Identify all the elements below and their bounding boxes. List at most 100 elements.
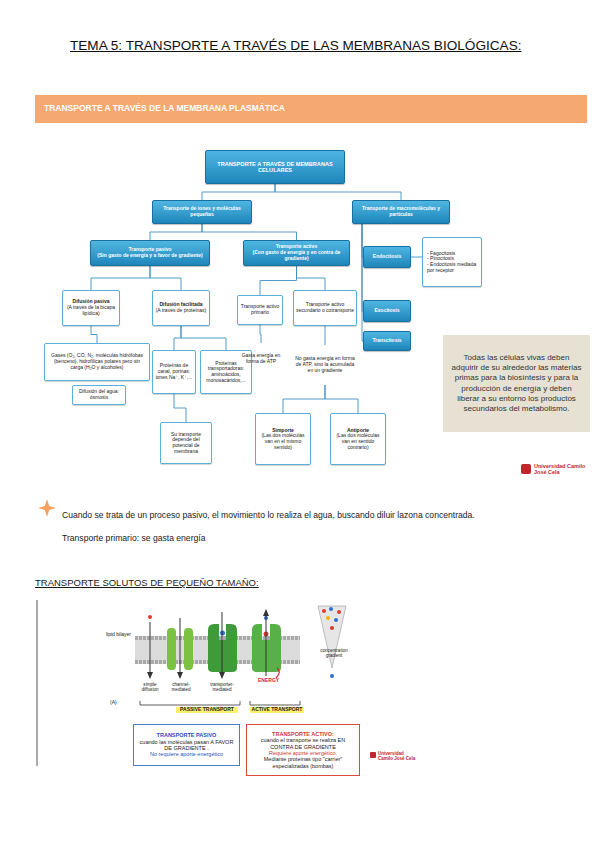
process-box: Exocitosis [363, 300, 411, 322]
arrow-head [263, 609, 269, 616]
connector [275, 184, 401, 200]
frame-line [37, 600, 38, 766]
node-heading: TRANSPORTE A TRAVÉS DE LA MEMBRANA PLASM… [44, 104, 285, 114]
node-text: No requiere aporte energético [150, 751, 223, 757]
molecule-dot [322, 609, 326, 613]
concept-box: Transporte activo secundario o cotranspo… [293, 290, 357, 326]
node-heading: Transporte activo secundario o cotranspo… [296, 302, 354, 314]
node-heading: Transporte de macromoléculas y partícula… [355, 206, 447, 218]
concept-box: Difusión facilitada(A través de proteína… [152, 290, 210, 326]
node-text: Mediante proteínas tipo "carrier" especi… [251, 756, 355, 769]
connector [202, 224, 297, 240]
molecule-dot [334, 618, 338, 622]
star-bullet [38, 499, 56, 517]
node-text: (Las dos moléculas van en sentido contra… [333, 433, 383, 450]
connector [174, 326, 181, 350]
connector [91, 326, 97, 343]
channel-protein [167, 628, 176, 670]
energy-label: ENERGY [258, 678, 282, 684]
note-box: No gasta energía en forma de ATP, sino l… [293, 345, 357, 385]
example-box: Difusión del agua: ósmosis [72, 385, 126, 405]
node-heading: TRANSPORTE ACTIVO: [272, 731, 334, 737]
flow-arrow [222, 612, 223, 676]
concept-box: Antiporte(Las dos moléculas van en senti… [330, 413, 386, 465]
section-band: TRANSPORTE A TRAVÉS DE LA MEMBRANA PLASM… [35, 95, 587, 123]
node-heading: Transcitosis [372, 338, 401, 344]
connector [325, 385, 358, 413]
bracket [140, 701, 240, 705]
node-text: Requiere aporte energético. [269, 750, 337, 756]
note-box: Gasta energía en forma de ATP [237, 343, 285, 375]
logo-text: Universidad Camilo José Cela [534, 463, 590, 476]
logo-icon [521, 464, 531, 474]
part-label: concentration gradient [314, 648, 354, 659]
note-text: Transporte primario: se gasta energía [62, 534, 362, 544]
root-box: TRANSPORTE A TRAVÉS DE MEMBRANAS CELULAR… [205, 150, 345, 184]
note-text: Cuando se trata de un proceso pasivo, el… [62, 511, 592, 521]
section-heading: TRANSPORTE SOLUTOS DE PEQUEÑO TAMAÑO: [35, 578, 355, 589]
channel-protein [184, 628, 193, 670]
molecule-dot [329, 607, 333, 611]
figure-letter: (A) [110, 700, 124, 706]
concept-box: Simporte(Las dos moléculas van en el mis… [255, 413, 311, 465]
page-title: TEMA 5: TRANSPORTE A TRAVÉS DE LAS MEMBR… [70, 38, 522, 53]
molecule-dot [330, 626, 334, 630]
arrow-head [147, 672, 153, 679]
passive-box: TRANSPORTE PASIVOcuando las moléculas pa… [133, 724, 240, 766]
active-box: TRANSPORTE ACTIVO:cuando el transporte s… [246, 724, 360, 776]
node-heading: Transporte de iones y moléculas pequeñas [155, 206, 249, 218]
list-box: - Fagocitosis- Pinocitosis- Endocitosis … [422, 237, 482, 287]
connector [260, 266, 297, 295]
category-box: Transporte de macromoléculas y partícula… [352, 200, 450, 224]
node-text: (A través de proteínas) [156, 308, 207, 314]
molecule-dot [330, 674, 334, 678]
logo-text: Universidad Camilo José Cela [378, 751, 418, 761]
arrow-head [177, 672, 183, 679]
node-heading: Su transporte depende del potencial de m… [163, 432, 209, 455]
example-box: Proteínas de canal, porinas: iones Na⁺, … [152, 350, 196, 394]
part-label: transporter-mediated [204, 682, 240, 693]
connector [150, 224, 202, 240]
node-heading: Transporte activo primario [240, 304, 280, 316]
molecule-dot [337, 610, 341, 614]
category-box: Transporte de iones y moléculas pequeñas [152, 200, 252, 224]
connector [297, 266, 326, 290]
energy-arrow [276, 668, 279, 678]
node-text: - Endocitosis mediada por receptor [427, 262, 479, 274]
node-heading: Exocitosis [374, 308, 399, 314]
process-box: Endocitosis [363, 246, 411, 268]
concept-box: Transporte activo primario [237, 295, 283, 325]
process-box: Transcitosis [363, 331, 411, 351]
connector [202, 184, 275, 200]
connector [181, 326, 226, 350]
node-heading: Proteínas transportadoras: aminoácidos, … [203, 361, 249, 384]
node-text: (Las dos moléculas van en el mismo senti… [258, 433, 308, 450]
category-tag: PASSIVE TRANSPORT [176, 707, 238, 713]
molecule-dot [148, 615, 152, 619]
connector [174, 394, 186, 422]
category-tag: ACTIVE TRANSPORT [250, 707, 304, 713]
part-label: channel-mediated [166, 682, 196, 693]
bracket [250, 701, 300, 705]
connector [91, 266, 150, 290]
arrow-head [219, 672, 225, 679]
concept-box: Difusión pasiva(A través de la bicapa li… [62, 290, 120, 326]
node-heading: Proteínas de canal, porinas: iones Na⁺, … [155, 363, 193, 380]
node-heading: Difusión del agua: ósmosis [75, 389, 123, 401]
part-label: lipid bilayer [106, 632, 134, 638]
connector [325, 326, 326, 345]
node-heading: Todas las células vivas deben adquirir d… [450, 353, 583, 414]
node-heading: Gasta energía en forma de ATP [239, 353, 283, 365]
note-box: Su transporte depende del potencial de m… [160, 422, 212, 464]
node-heading: TRANSPORTE A TRAVÉS DE MEMBRANAS CELULAR… [208, 161, 342, 174]
connector [411, 257, 422, 258]
example-box: Gases (O₂, CO, N₂, moléculas hidrófobas … [44, 343, 150, 381]
part-label: simple diffusion [136, 682, 164, 693]
logo-icon [370, 752, 376, 758]
node-heading: TRANSPORTE PASIVO [157, 732, 217, 738]
flow-arrow [180, 618, 181, 676]
node-text: (Sin gasto de energía y a favor de gradi… [97, 253, 202, 259]
node-text: cuando el transporte se realiza EN CONTR… [251, 737, 355, 750]
node-heading: No gasta energía en forma de ATP, sino l… [295, 356, 355, 373]
